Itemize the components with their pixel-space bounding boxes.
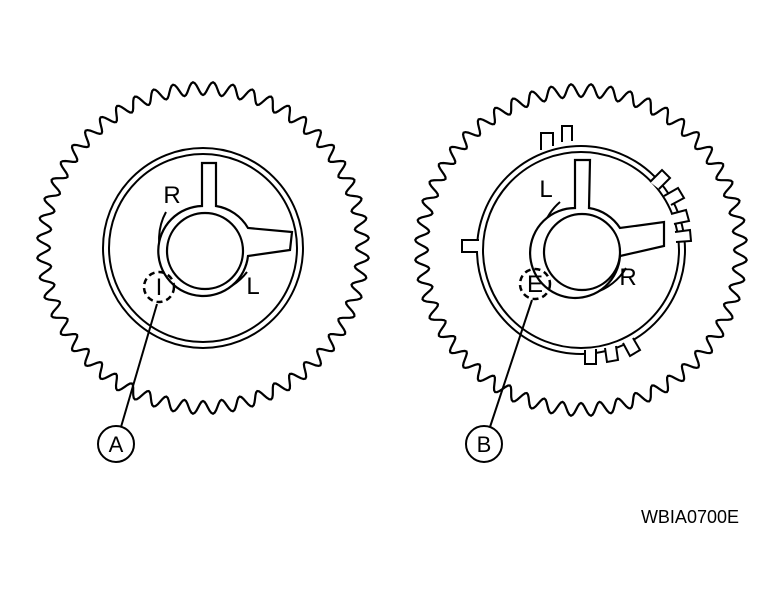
sprocket-b-teeth — [414, 83, 748, 417]
callout-b: B — [477, 432, 492, 457]
sprocket-a-label-bottom: L — [246, 273, 259, 300]
sprocket-a-timing-mark: I — [156, 274, 163, 301]
callout-a-circle — [97, 425, 135, 463]
sprocket-a-leader-line — [120, 303, 158, 428]
figure-code: WBIA0700E — [641, 507, 739, 527]
sprocket-a-teeth — [36, 81, 370, 415]
sprocket-a-hub-outer-ring — [102, 147, 304, 349]
callout-a: A — [109, 432, 124, 457]
sprocket-a-bolt-hole — [165, 211, 245, 291]
sprocket-b-bolt-hole — [542, 212, 622, 292]
sprocket-b-label-bottom: R — [619, 264, 636, 291]
sprocket-a-timing-mark-circle — [142, 270, 176, 304]
sprocket-b-label-top: L — [539, 176, 552, 203]
sprocket-a-label-top: R — [163, 182, 180, 209]
sprocket-b-leader-line — [489, 299, 533, 428]
sprocket-b-timing-mark-circle — [518, 267, 552, 301]
sprocket-b-signal-tabs — [461, 125, 693, 365]
sprocket-a-hub-inner-ring — [108, 153, 298, 343]
callout-b-circle — [465, 425, 503, 463]
sprocket-b: E L R B — [414, 83, 748, 463]
sprocket-b-timing-mark: E — [527, 271, 543, 298]
sprocket-a: I R L A — [36, 81, 370, 463]
sprocket-b-hub-inner-ring — [482, 151, 680, 349]
